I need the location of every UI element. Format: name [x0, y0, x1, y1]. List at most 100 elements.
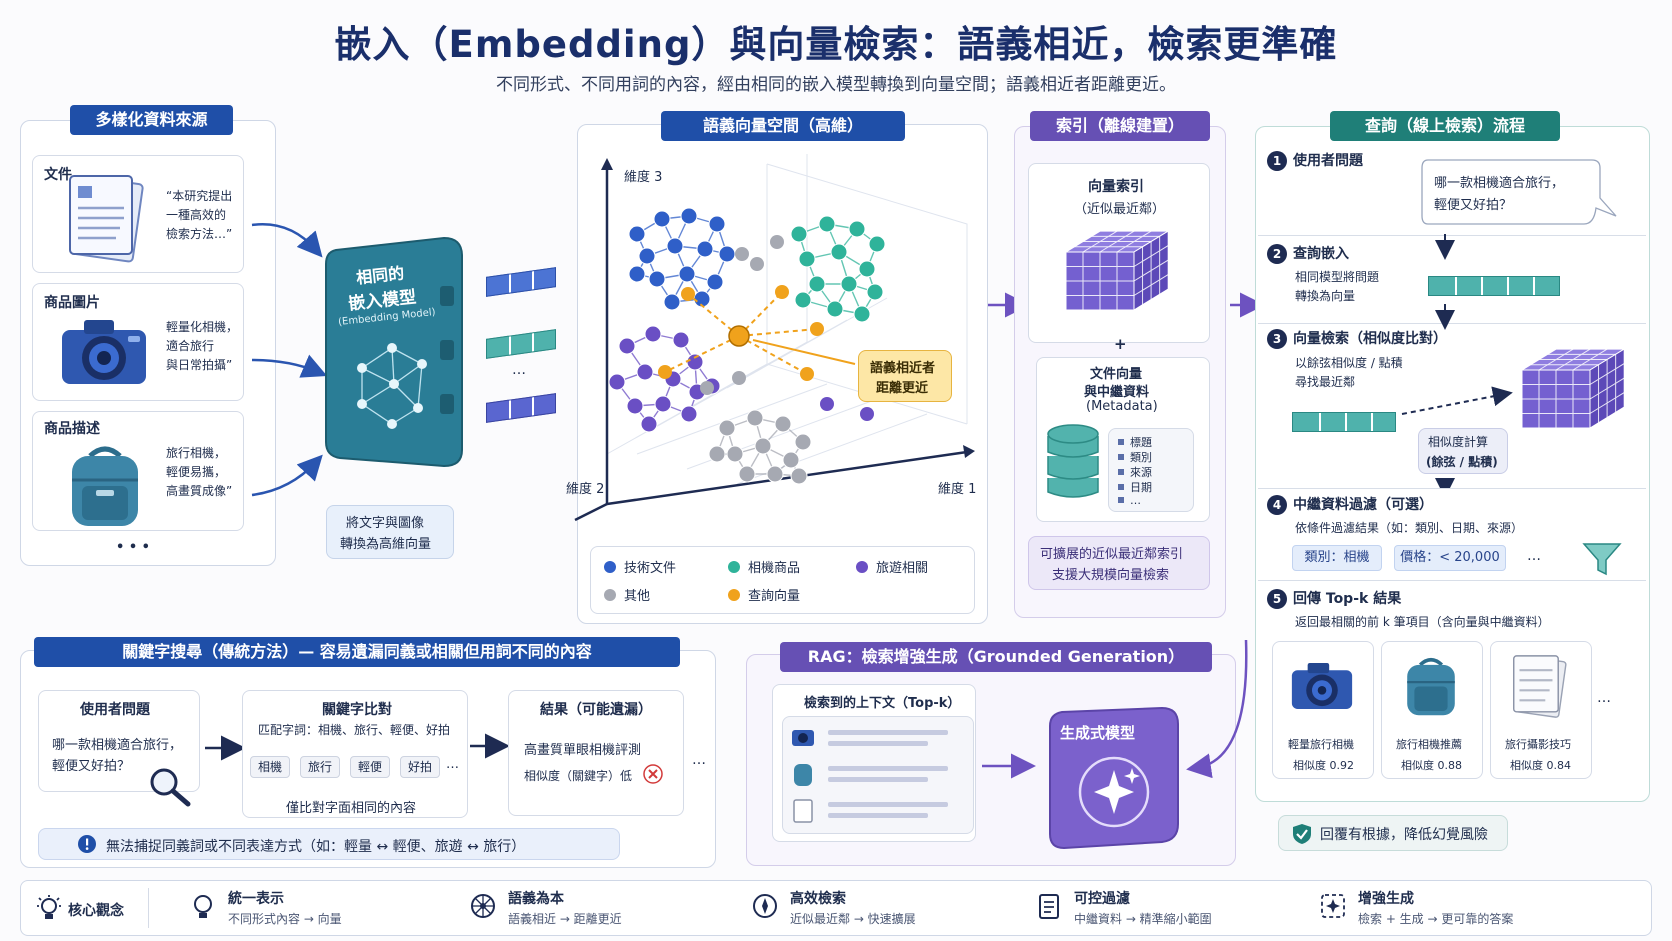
tech-doc-point [638, 247, 656, 265]
rag-heading: RAG：檢索增強生成（Grounded Generation） [780, 642, 1212, 672]
travel-point [626, 397, 644, 415]
footer-item-title: 可控過濾 [1074, 891, 1130, 907]
neighbor-point [681, 287, 695, 301]
result-score: 相似度 0.84 [1510, 759, 1571, 772]
result-score: 相似度 0.92 [1293, 759, 1354, 772]
tech-doc-point [680, 207, 698, 225]
camera-product-point [830, 243, 848, 261]
backpack-icon [72, 446, 138, 526]
bulb-icon [194, 895, 212, 918]
footer-item-title: 統一表示 [228, 891, 284, 907]
footer-item-desc: 近似最近鄰 → 快速擴展 [790, 912, 916, 926]
sources-heading: 多樣化資料來源 [70, 105, 233, 135]
grounded-text: 回覆有根據，降低幻覺風險 [1320, 827, 1488, 843]
keyword-result-title: 結果（可能遺漏） [540, 702, 652, 718]
filter-chip-price[interactable]: 價格：< 20,000 [1394, 545, 1506, 571]
generative-model-label: 生成式模型 [1060, 724, 1136, 742]
keyword-match-title: 關鍵字比對 [322, 702, 392, 718]
travel-point [672, 331, 690, 349]
step-3-desc: 以餘弦相似度 / 點積 [1295, 356, 1403, 370]
similarity-calc-line: (餘弦 / 點積) [1426, 455, 1498, 469]
legend-item-other: 其他 [604, 585, 650, 604]
funnel-icon [1582, 543, 1622, 576]
result-more: … [692, 752, 706, 768]
document-icon [1513, 655, 1567, 718]
speech-bubble [1421, 159, 1617, 225]
tech-doc-point [708, 215, 726, 233]
source-label-image: 商品圖片 [44, 295, 100, 311]
travel-point [618, 337, 636, 355]
keyword-question-card [38, 690, 200, 792]
index-cube-search [1520, 348, 1626, 429]
semantic-callout [858, 350, 952, 402]
result-name: 旅行相機推薦 [1396, 738, 1462, 751]
vector-clusters [608, 207, 886, 485]
keyword-match-card [242, 690, 468, 818]
callout-line: 語義相近者 [870, 361, 936, 376]
travel-point [680, 405, 698, 423]
source-text-line: 輕量化相機， [166, 320, 239, 334]
scatter-point [770, 235, 784, 249]
bubble-line: 哪一款相機適合旅行， [1434, 176, 1565, 191]
vector-index-cube [1064, 230, 1170, 311]
neighbor-point [775, 285, 789, 299]
tech-doc-point [628, 265, 646, 283]
travel-point [654, 395, 672, 413]
keyword-heading: 關鍵字搜尋（傳統方法）— 容易遺漏同義或相關但用詞不同的內容 [34, 637, 680, 667]
rag-context-items [792, 730, 948, 823]
similarity-calc-box [1418, 428, 1508, 474]
cross-icon [643, 764, 663, 784]
legend-item-query: 查詢向量 [728, 585, 800, 604]
keyword-chip: 旅行 [300, 756, 340, 778]
tech-doc-point [663, 293, 681, 311]
embedding-model-block [325, 236, 463, 468]
axis-1-label: 維度 1 [938, 482, 977, 497]
filter-chip-category[interactable]: 類別：相機 [1292, 545, 1382, 571]
footer-item-title: 增強生成 [1358, 891, 1414, 907]
tech-doc-point [653, 210, 671, 228]
vector-space-heading: 語義向量空間（高維） [661, 111, 905, 141]
keyword-warning-text: 無法捕捉同義詞或不同表達方式（如：輕量 ↔ 輕便、旅遊 ↔ 旅行） [106, 839, 526, 855]
network-icon [471, 894, 495, 918]
bubble-line: 輕便又好拍？ [1434, 198, 1513, 213]
plus-sign: + [1114, 335, 1127, 353]
legend-item-camera: 相機商品 [728, 557, 800, 576]
camera-product-point [798, 250, 816, 268]
camera-product-point [794, 291, 812, 309]
scatter-point [700, 381, 714, 395]
other-point [738, 465, 756, 483]
doc-meta-title: 文件向量 [1090, 367, 1143, 382]
keyword-result-item: 高畫質單眼相機評測 [524, 743, 642, 758]
sources-more: • • • [116, 540, 150, 555]
scatter-point [750, 257, 764, 271]
vector-ellipsis: … [512, 362, 526, 378]
keyword-match-sub: 匹配字詞：相機、旅行、輕便、好拍 [258, 723, 451, 737]
source-text-line: 適合旅行 [166, 339, 215, 353]
model-caption [326, 505, 454, 559]
other-point [794, 433, 812, 451]
similarity-calc-line: 相似度計算 [1428, 435, 1489, 449]
footer-item-desc: 檢索 + 生成 → 更可靠的答案 [1358, 912, 1514, 926]
scatter-point [860, 407, 874, 421]
axis-3-label: 維度 3 [624, 170, 663, 185]
index-heading: 索引（離線建置） [1030, 111, 1210, 141]
vector-space-legend [590, 546, 975, 614]
index-caption [1028, 536, 1210, 590]
scatter-point [735, 247, 749, 261]
source-text-line: 輕便易攜， [166, 465, 227, 479]
camera-product-point [858, 260, 876, 278]
vector-index-title: 向量索引 [1088, 179, 1144, 195]
step-2-desc: 轉換為向量 [1295, 289, 1356, 303]
camera-product-point [853, 305, 871, 323]
database-icon [1047, 424, 1099, 498]
tech-doc-point [678, 265, 696, 283]
rag-context-title: 檢索到的上下文（Top-k） [804, 696, 961, 711]
metadata-field: 日期 [1118, 479, 1152, 495]
other-point [774, 415, 792, 433]
source-text-line: “本研究提出 [166, 189, 233, 203]
